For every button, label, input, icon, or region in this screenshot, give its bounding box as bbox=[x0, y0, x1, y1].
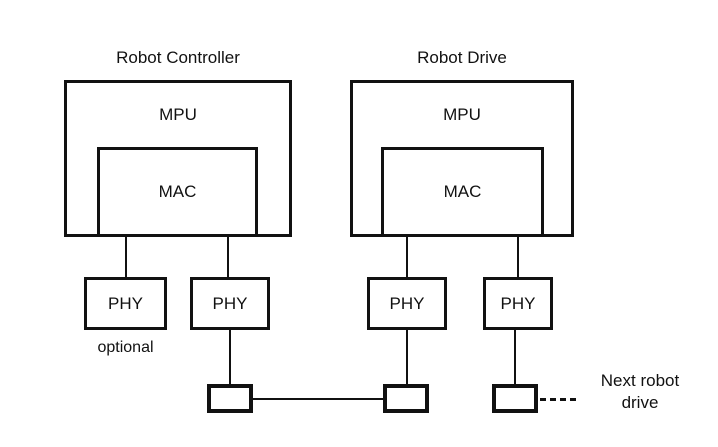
phy-label-3: PHY bbox=[389, 293, 425, 313]
connector-phy3-to-node-2 bbox=[406, 330, 408, 385]
phy-label-2: PHY bbox=[212, 293, 248, 313]
connector-phy4-to-node-3 bbox=[514, 330, 516, 385]
phy-box-4: PHY bbox=[483, 277, 553, 330]
connector-mpu-to-phy-4 bbox=[517, 237, 519, 278]
bus-line-node1-node2 bbox=[253, 398, 383, 400]
phy-box-3: PHY bbox=[367, 277, 447, 330]
connector-mpu-to-phy-2 bbox=[227, 237, 229, 278]
network-node-1 bbox=[207, 384, 253, 413]
connector-mpu-to-phy-1 bbox=[125, 237, 127, 278]
dashed-link-next-robot-drive bbox=[540, 398, 576, 401]
mpu-label-left: MPU bbox=[159, 105, 197, 124]
mac-label-left: MAC bbox=[158, 182, 197, 201]
group-title-robot-controller: Robot Controller bbox=[116, 48, 240, 67]
next-robot-drive-line-2: drive bbox=[621, 393, 659, 412]
optional-caption: optional bbox=[97, 339, 154, 356]
connector-mpu-to-phy-3 bbox=[406, 237, 408, 278]
phy-box-2: PHY bbox=[190, 277, 270, 330]
mac-label-right: MAC bbox=[443, 182, 482, 201]
network-node-2 bbox=[383, 384, 429, 413]
next-robot-drive-line-1: Next robot bbox=[600, 371, 680, 390]
mac-box-left: MAC bbox=[97, 147, 258, 237]
network-node-3 bbox=[492, 384, 538, 413]
phy-box-1: PHY bbox=[84, 277, 167, 330]
phy-label-4: PHY bbox=[500, 293, 536, 313]
group-title-robot-drive: Robot Drive bbox=[417, 48, 507, 67]
phy-label-1: PHY bbox=[108, 293, 143, 313]
mpu-label-right: MPU bbox=[443, 105, 481, 124]
connector-phy2-to-node-1 bbox=[229, 330, 231, 385]
next-robot-drive-note: Next robot drive bbox=[575, 370, 705, 414]
mac-box-right: MAC bbox=[381, 147, 544, 237]
